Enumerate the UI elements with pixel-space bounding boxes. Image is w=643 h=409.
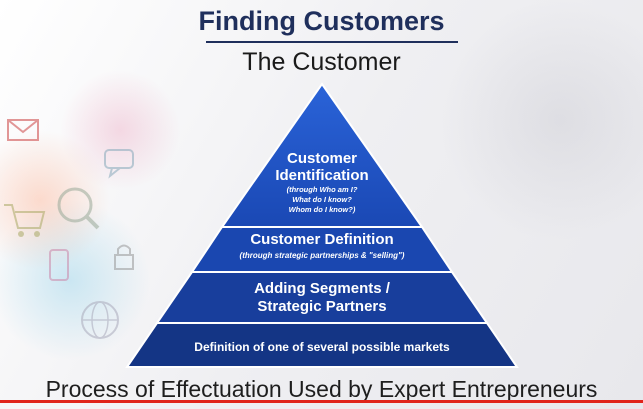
level-1-note: (through Who am I? What do I know? Whom …: [232, 185, 412, 215]
pyramid-level-4: [125, 322, 519, 368]
magnifier-icon: [57, 187, 100, 230]
level-3-title-line-1: Adding Segments /: [254, 280, 390, 297]
shopping-cart-icon: [4, 204, 46, 237]
level-1-title-line-2: Identification: [275, 167, 369, 184]
level-1-title-line-1: Customer: [286, 150, 357, 167]
lock-icon: [114, 244, 134, 270]
level-1-title: Customer Identification: [222, 150, 422, 184]
page-title: Finding Customers: [198, 6, 445, 36]
level-4-title: Definition of one of several possible ma…: [194, 340, 450, 354]
level-3-title: Adding Segments / Strategic Partners: [192, 280, 452, 316]
level-3-title-line-2: Strategic Partners: [257, 298, 387, 315]
level-1-note-line-3: Whom do I know?): [288, 205, 356, 214]
video-progress-bar[interactable]: [0, 400, 643, 403]
envelope-icon: [7, 119, 39, 141]
globe-icon: [81, 301, 119, 339]
phone-icon: [49, 249, 69, 281]
decorative-background-icons: [4, 119, 134, 339]
level-2-note: (through strategic partnerships & "selli…: [239, 251, 405, 260]
title-underline: [206, 41, 458, 43]
chat-bubble-icon: [104, 149, 134, 179]
page-subtitle: The Customer: [242, 48, 401, 76]
level-2-title: Customer Definition: [250, 231, 394, 248]
level-1-note-line-1: (through Who am I?: [286, 185, 358, 194]
footer-caption: Process of Effectuation Used by Expert E…: [45, 376, 598, 402]
level-1-note-line-2: What do I know?: [292, 195, 352, 204]
